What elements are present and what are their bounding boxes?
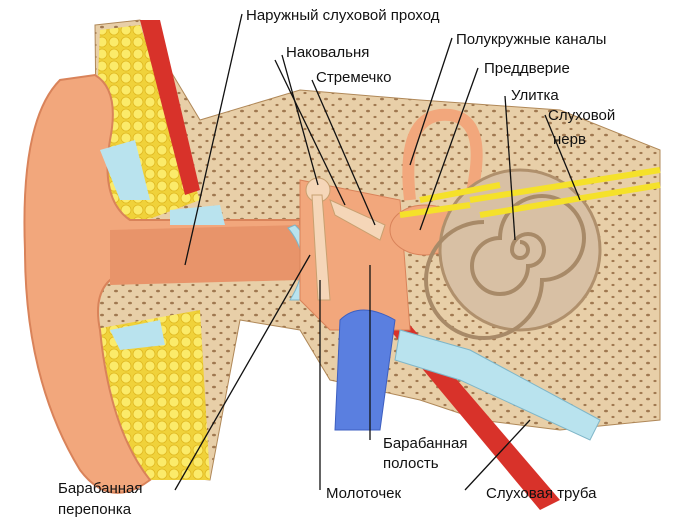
blue-tube (334, 309, 396, 431)
semicircular-canals (402, 108, 483, 202)
label-cochlea: Улитка (511, 87, 559, 104)
eustachian-tube-shape (394, 329, 601, 441)
label-eustachian-tube: Слуховая труба (486, 485, 597, 502)
label-semicircular-canals: Полукружные каналы (456, 31, 607, 48)
label-malleus: Молоточек (326, 485, 402, 502)
outer-ear (23, 73, 301, 494)
label-vestibule: Преддверие (484, 60, 570, 77)
label-eardrum-1: Барабанная (58, 480, 143, 497)
cochlea-shape (438, 168, 602, 332)
label-auditory-nerve-1: Слуховой (548, 107, 616, 124)
cartilage (100, 140, 150, 200)
label-incus: Наковальня (286, 44, 370, 61)
label-stapes: Стремечко (316, 69, 392, 86)
leader-lines (174, 13, 581, 491)
label-auditory-nerve-2: нерв (553, 131, 586, 148)
muscle (140, 20, 200, 195)
label-ear-canal: Наружный слуховой проход (246, 7, 440, 24)
ear-canal (110, 225, 300, 285)
cartilage-2 (170, 205, 225, 225)
label-tympanic-cavity-1: Барабанная (383, 435, 468, 452)
cartilage-3 (110, 320, 165, 350)
label-eardrum-2: перепонка (58, 501, 132, 518)
stapes-shape (329, 199, 386, 241)
cochlea-spiral (424, 194, 586, 340)
label-tympanic-cavity-2: полость (383, 455, 439, 472)
auditory-nerve (399, 167, 661, 218)
malleus-shape (311, 194, 331, 301)
